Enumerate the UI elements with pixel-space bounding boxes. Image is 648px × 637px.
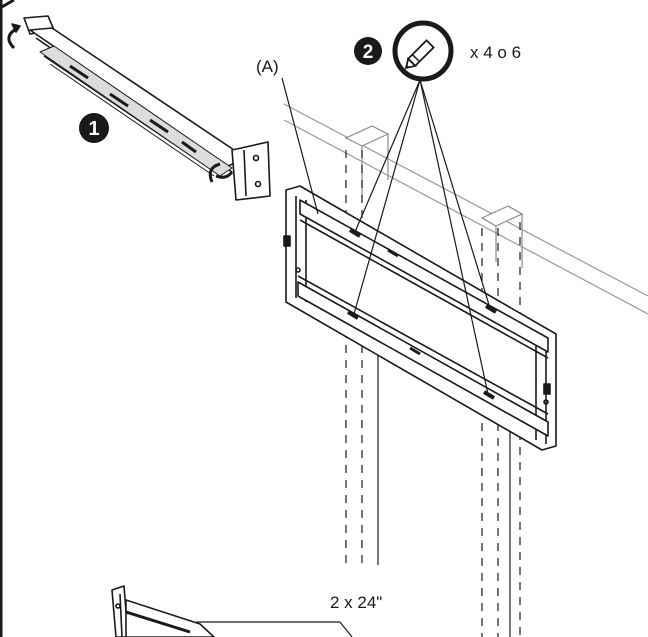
step-1-number: 1 xyxy=(88,118,99,140)
part-a-leader xyxy=(281,77,319,215)
wall-top-lines xyxy=(283,103,648,315)
step-2-number: 2 xyxy=(363,42,374,63)
level-tool xyxy=(111,585,215,637)
part-a-label: (A) xyxy=(256,57,279,76)
page-left-border xyxy=(0,0,15,637)
level-measure-label: 2 x 24" xyxy=(330,593,382,612)
step-2-badge: 2 xyxy=(354,37,382,65)
wall-plate-a xyxy=(283,185,557,451)
stud-dashed-lines xyxy=(345,150,521,637)
step-1-badge: 1 xyxy=(79,113,109,143)
wall-stud-left xyxy=(344,125,390,198)
pencil-icon xyxy=(392,20,454,82)
pencil-mark-leaders xyxy=(353,79,491,395)
rail-bracket-step1 xyxy=(7,15,271,201)
level-measure-leader xyxy=(196,621,353,637)
pencil-quantity-label: x 4 o 6 xyxy=(470,43,521,62)
wall-stud-right xyxy=(480,205,524,268)
